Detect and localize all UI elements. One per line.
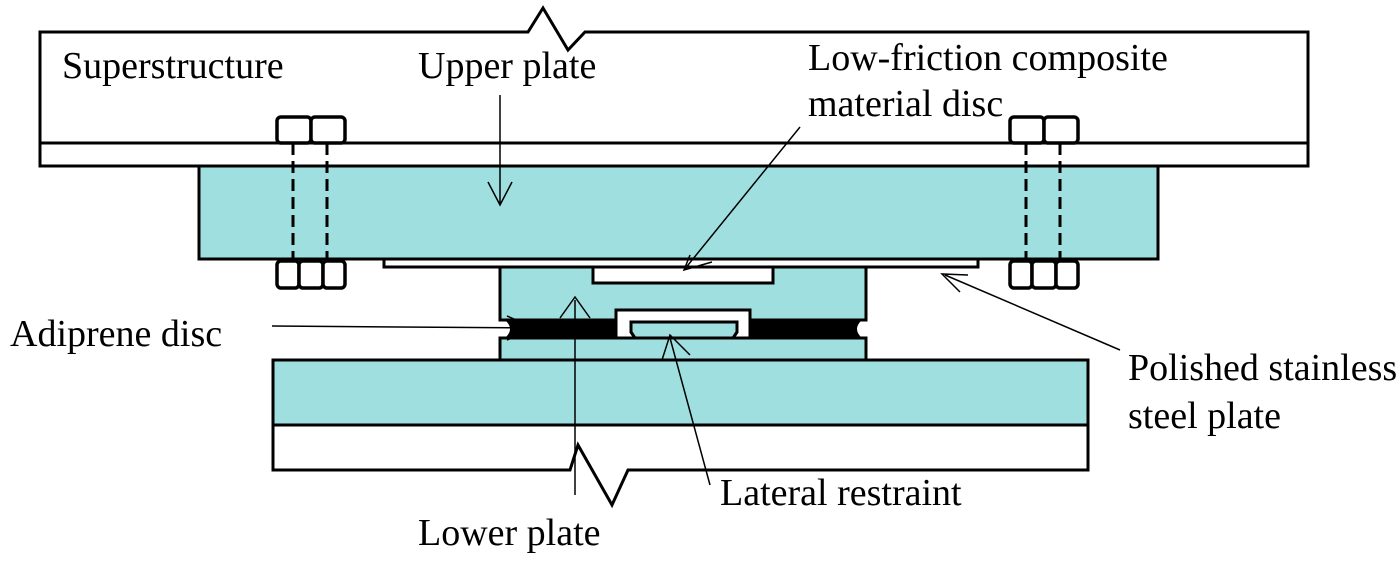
- label-lateral-restraint: Lateral restraint: [720, 472, 962, 514]
- leader-lines: [271, 95, 1121, 495]
- low-friction-disc: [591, 265, 775, 285]
- bolt-right: [1008, 115, 1080, 290]
- label-disc-line1: Low-friction composite: [808, 37, 1168, 79]
- bolt-left: [275, 115, 347, 290]
- label-stainless-line1: Polished stainless: [1128, 347, 1397, 389]
- label-lower-plate: Lower plate: [418, 512, 601, 554]
- adiprene-disc-right: [748, 320, 862, 338]
- label-disc-line2: material disc: [808, 83, 1003, 125]
- label-adiprene: Adiprene disc: [10, 313, 222, 355]
- label-stainless-line2: steel plate: [1128, 395, 1281, 437]
- restraint-tenon: [629, 320, 739, 340]
- label-superstructure: Superstructure: [62, 45, 284, 87]
- label-upper-plate: Upper plate: [418, 45, 596, 87]
- upper-plate: [197, 164, 1160, 261]
- substructure: [271, 423, 1090, 509]
- lower-plate: [271, 358, 1090, 427]
- adiprene-disc-left: [505, 320, 617, 338]
